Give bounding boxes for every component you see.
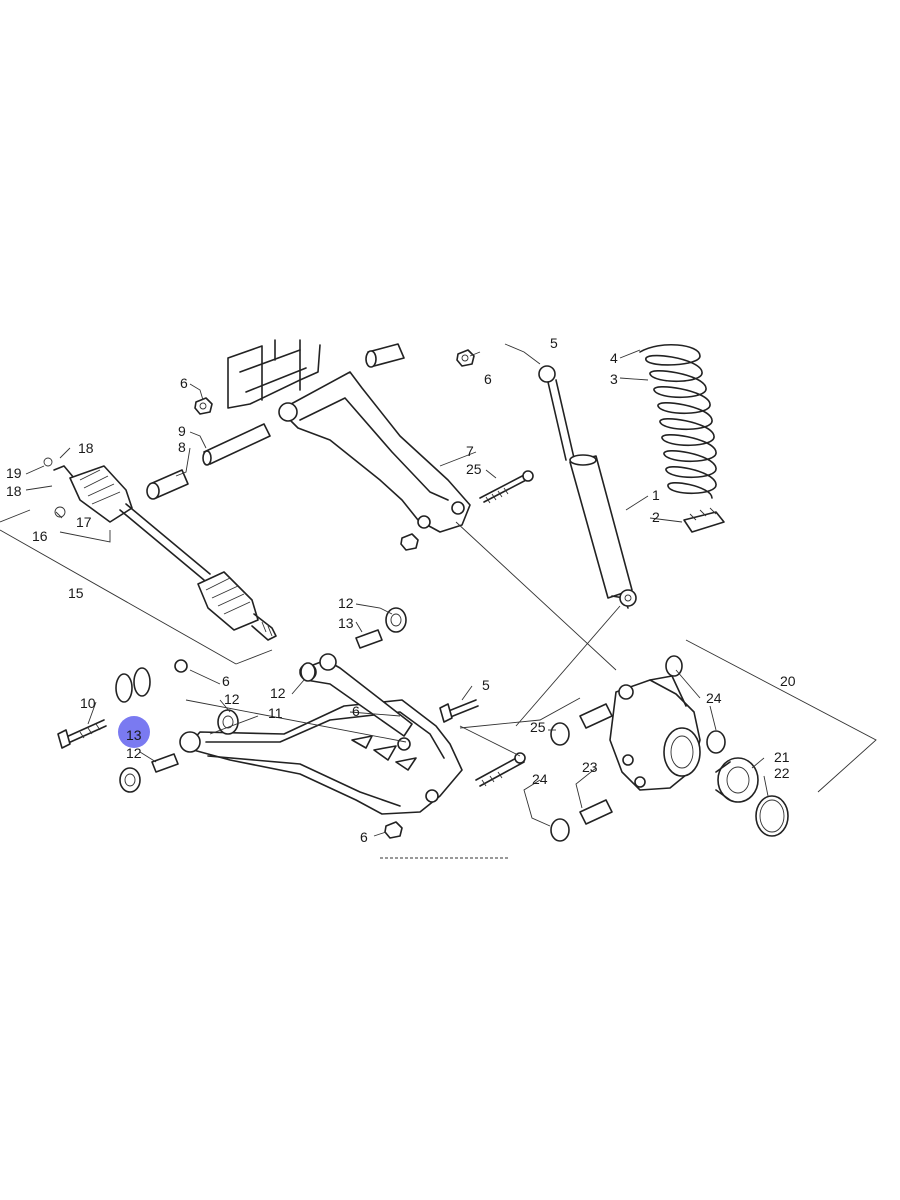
callout-13-top: 13 [338,615,354,631]
callout-25-top: 25 [466,461,482,477]
callout-18-bottom: 18 [6,483,22,499]
washers [115,659,188,703]
callout-12-bottom-left: 12 [126,745,142,761]
sleeve-bottom-left [151,753,179,773]
bolt-upper [479,470,534,504]
callout-19: 19 [6,465,22,481]
callout-5-top: 5 [550,335,558,351]
callout-18-top: 18 [78,440,94,456]
coil-spring [639,343,717,499]
snap-ring [755,795,789,837]
nut-lower [384,821,403,839]
callout-12-top: 12 [338,595,354,611]
nut-upper-right [456,349,475,367]
bushing-left [217,709,239,735]
bushing-mid [300,662,316,682]
drive-axle [43,457,277,641]
callout-6-upper-left: 6 [180,375,188,391]
callout-23: 23 [582,759,598,775]
bushing-top-center [385,607,407,633]
callout-21: 21 [774,749,790,765]
callout-labels: 1 2 3 4 5 5 6 6 6 6 6 7 8 9 10 11 12 12 … [6,335,796,845]
sleeve-top-center [355,629,383,649]
callout-6-bottom: 6 [360,829,368,845]
callout-9: 9 [178,423,186,439]
bolt-lower-left [57,719,107,749]
callout-6-washer: 6 [222,673,230,689]
frame-bracket [227,339,321,409]
knuckle-bushings [550,655,726,842]
callout-24-left: 24 [532,771,548,787]
callout-5-lower: 5 [482,677,490,693]
knuckle-group-bracket [459,639,877,793]
callout-17: 17 [76,514,92,530]
knuckle-pins [579,703,613,825]
lower-a-arm [179,653,463,815]
callout-12-mid: 12 [270,685,286,701]
callout-11: 11 [268,705,283,721]
nut-upper-left [194,397,213,415]
callout-25-lower: 25 [530,719,546,735]
pivot-shaft [202,423,271,466]
callout-7: 7 [466,443,474,459]
callout-8: 8 [178,439,186,455]
bolt-knuckle [475,752,526,787]
callout-2: 2 [652,509,660,525]
nut-arm-bottom [400,533,419,551]
pivot-sleeve [146,469,189,500]
callout-22: 22 [774,765,790,781]
upper-bushing [365,343,405,368]
callout-6-arm: 6 [352,703,360,719]
callout-1: 1 [652,487,660,503]
callout-4: 4 [610,350,618,366]
shock-absorber [538,365,637,609]
axle-group-bracket [0,509,273,665]
wheel-bearing [715,757,759,803]
bolt-lower-right [439,699,479,723]
callout-20: 20 [780,673,796,689]
callout-16: 16 [32,528,48,544]
leader-lines [25,343,769,837]
bushing-bottom-left [119,767,141,793]
callout-13-highlighted: 13 [126,727,142,743]
callout-15: 15 [68,585,84,601]
upper-a-arm [278,371,471,533]
knuckle [609,675,701,791]
callout-24-right: 24 [706,690,722,706]
spring-retainer [683,507,725,533]
callout-6-upper-right: 6 [484,371,492,387]
callout-10: 10 [80,695,96,711]
callout-12-right-of-6: 12 [224,691,240,707]
highlight-marker[interactable] [118,716,150,748]
callout-3: 3 [610,371,618,387]
